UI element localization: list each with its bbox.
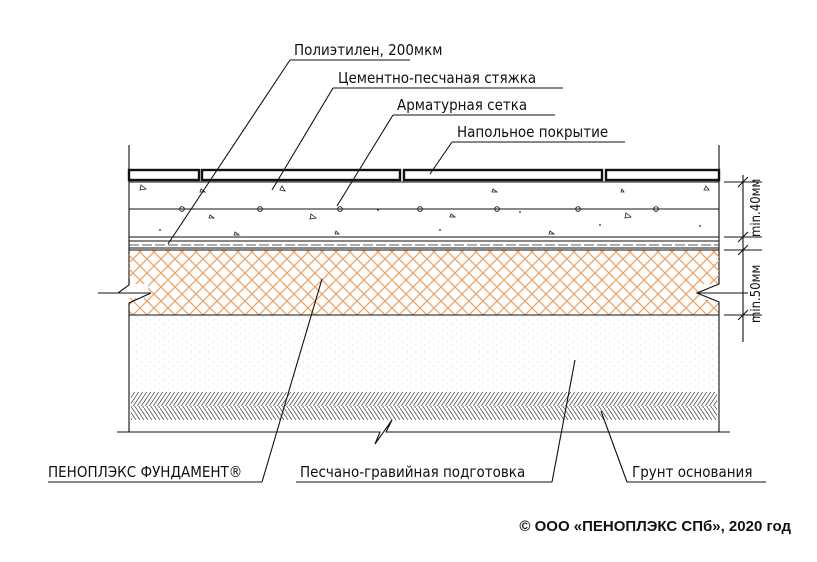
- leader-insulation: [48, 278, 323, 483]
- label-mesh: Арматурная сетка: [397, 96, 527, 114]
- dimension-insulation-text: min.50мм: [749, 265, 764, 323]
- label-insulation: ПЕНОПЛЭКС ФУНДАМЕНТ®: [48, 463, 242, 481]
- dimension-insulation: min.50мм: [724, 244, 764, 342]
- leader-floor: [429, 141, 625, 175]
- copyright-text: © ООО «ПЕНОПЛЭКС СПб», 2020 год: [519, 518, 791, 535]
- label-sand-gravel: Песчано-гравийная подготовка: [300, 463, 525, 481]
- label-soil: Грунт основания: [632, 463, 752, 481]
- leader-polyethylene: [167, 59, 410, 245]
- break-symbol-left: [96, 278, 152, 315]
- label-screed: Цементно-песчаная стяжка: [338, 69, 536, 87]
- soil-layer: [117, 392, 730, 445]
- dimension-screed: min.40мм: [724, 175, 764, 244]
- leader-soil: [600, 410, 766, 483]
- floor-covering-layer: [127, 168, 721, 182]
- sand-gravel-layer: [128, 315, 720, 432]
- label-polyethylene: Полиэтилен, 200мкм: [294, 41, 442, 59]
- leader-screed: [271, 87, 563, 191]
- break-symbol-right: [695, 278, 748, 315]
- label-floor-covering: Напольное покрытие: [457, 123, 608, 141]
- screed-layer: [129, 181, 719, 238]
- leader-sand-gravel: [296, 359, 576, 483]
- polyethylene-film: [129, 240, 719, 249]
- leader-mesh: [336, 114, 555, 207]
- dimension-screed-text: min.40мм: [749, 179, 764, 237]
- insulation-layer: [129, 249, 719, 316]
